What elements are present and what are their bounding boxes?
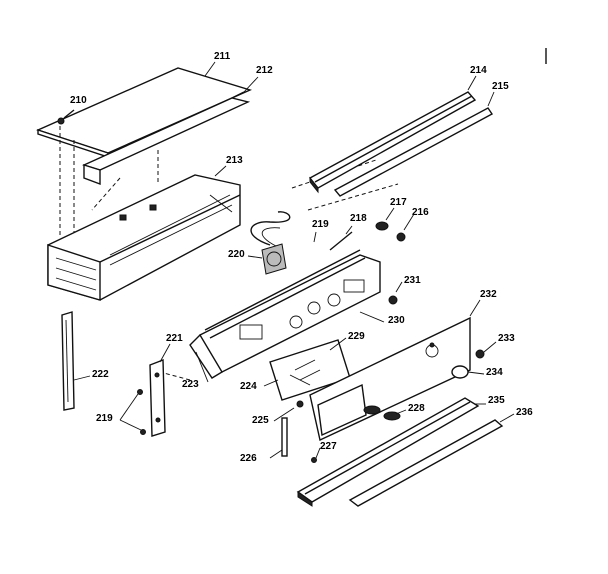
part-235-front-trim xyxy=(296,397,480,507)
label-225: 225 xyxy=(252,415,269,426)
part-212-trim-channel xyxy=(82,91,251,186)
part-223-control-panel xyxy=(189,249,381,379)
label-226: 226 xyxy=(240,453,257,464)
part-234-knob xyxy=(451,365,469,379)
part-210-screw xyxy=(57,109,75,125)
leader-lines xyxy=(73,61,515,459)
part-227-screw xyxy=(311,457,317,463)
part-211-top-cover xyxy=(36,67,252,158)
label-222: 222 xyxy=(92,369,109,380)
label-229: 229 xyxy=(348,331,365,342)
part-216-button xyxy=(396,232,406,242)
label-236: 236 xyxy=(516,407,533,418)
label-228: 228 xyxy=(408,403,425,414)
part-221-bracket xyxy=(149,358,166,437)
label-235: 235 xyxy=(488,395,505,406)
label-213: 213 xyxy=(226,155,243,166)
label-230: 230 xyxy=(388,315,405,326)
label-223: 223 xyxy=(182,379,199,390)
part-220-motor xyxy=(250,211,291,275)
label-212: 212 xyxy=(256,65,273,76)
part-217-knob xyxy=(375,221,389,231)
part-218-bar xyxy=(329,231,353,251)
part-219-screws-lower xyxy=(137,389,146,435)
part-222-side-bracket xyxy=(61,311,75,411)
label-233: 233 xyxy=(498,333,515,344)
part-228-keys xyxy=(363,405,401,421)
label-227: 227 xyxy=(320,441,337,452)
label-215: 215 xyxy=(492,81,509,92)
label-219-lower: 219 xyxy=(96,413,113,424)
part-226-rod xyxy=(281,417,288,457)
part-214-long-trim xyxy=(308,91,477,194)
part-213-housing xyxy=(47,174,241,301)
label-234: 234 xyxy=(486,367,503,378)
label-218: 218 xyxy=(350,213,367,224)
part-232-front-panel xyxy=(309,316,471,442)
label-224: 224 xyxy=(240,381,257,392)
label-210: 210 xyxy=(70,95,87,106)
part-215-strip xyxy=(333,107,494,197)
part-233-nut xyxy=(475,349,485,359)
label-211: 211 xyxy=(214,51,231,62)
label-232: 232 xyxy=(480,289,497,300)
part-225-screw xyxy=(296,400,304,408)
label-231: 231 xyxy=(404,275,421,286)
part-231-screw xyxy=(388,295,398,305)
part-236-strip xyxy=(348,419,504,507)
label-221: 221 xyxy=(166,333,183,344)
label-220: 220 xyxy=(228,249,245,260)
label-216: 216 xyxy=(412,207,429,218)
label-219-upper: 219 xyxy=(312,219,329,230)
label-214: 214 xyxy=(470,65,487,76)
label-217: 217 xyxy=(390,197,407,208)
